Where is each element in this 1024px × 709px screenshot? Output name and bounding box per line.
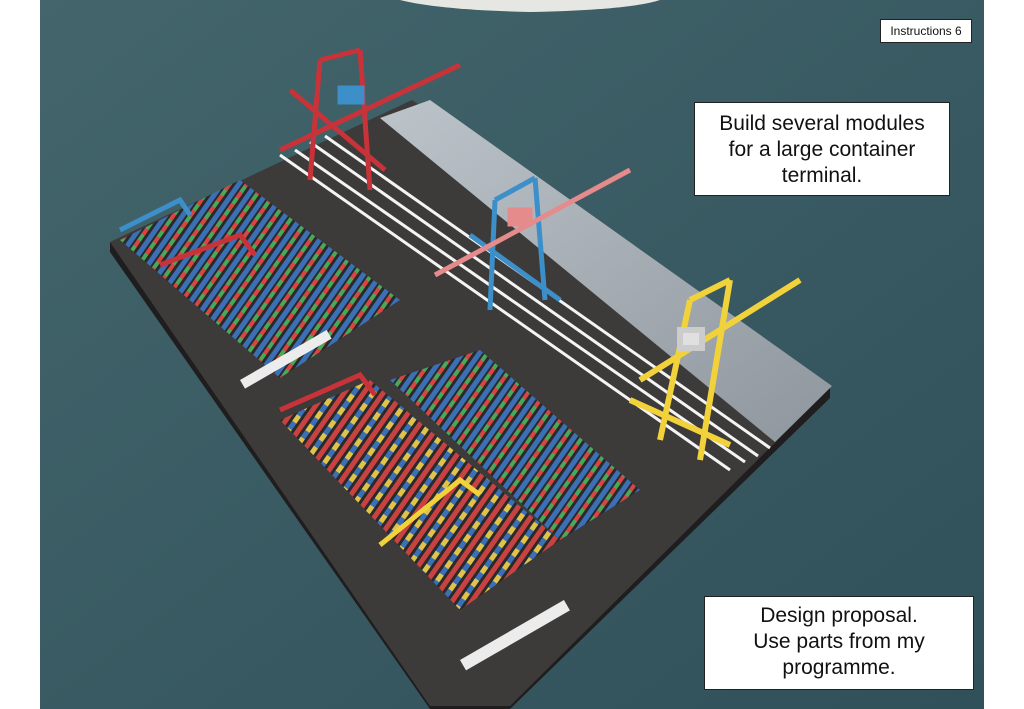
- blue-crane: [433, 167, 632, 311]
- yellow-crane: [628, 277, 802, 461]
- yard-lower-left: [280, 380, 560, 610]
- callout-top-line-2: for a large container: [728, 138, 916, 161]
- stripe-rows: [240, 330, 570, 671]
- callout-bottom-line-3: programme.: [782, 656, 896, 679]
- slide-tag: Instructions 6: [880, 19, 972, 43]
- yard-gantries: [118, 196, 482, 547]
- callout-top-line-3: terminal.: [781, 164, 863, 187]
- red-crane: [278, 47, 462, 191]
- yard-upper: [120, 180, 400, 378]
- callout-bottom-line-2: Use parts from my: [753, 630, 925, 653]
- callout-top: Build several modules for a large contai…: [694, 102, 950, 196]
- callout-top-line-1: Build several modules: [719, 112, 925, 135]
- white-object-top: [400, 0, 660, 12]
- callout-bottom-line-1: Design proposal.: [760, 604, 918, 627]
- yard-lower-right: [390, 350, 640, 540]
- callout-bottom: Design proposal. Use parts from my progr…: [704, 596, 974, 690]
